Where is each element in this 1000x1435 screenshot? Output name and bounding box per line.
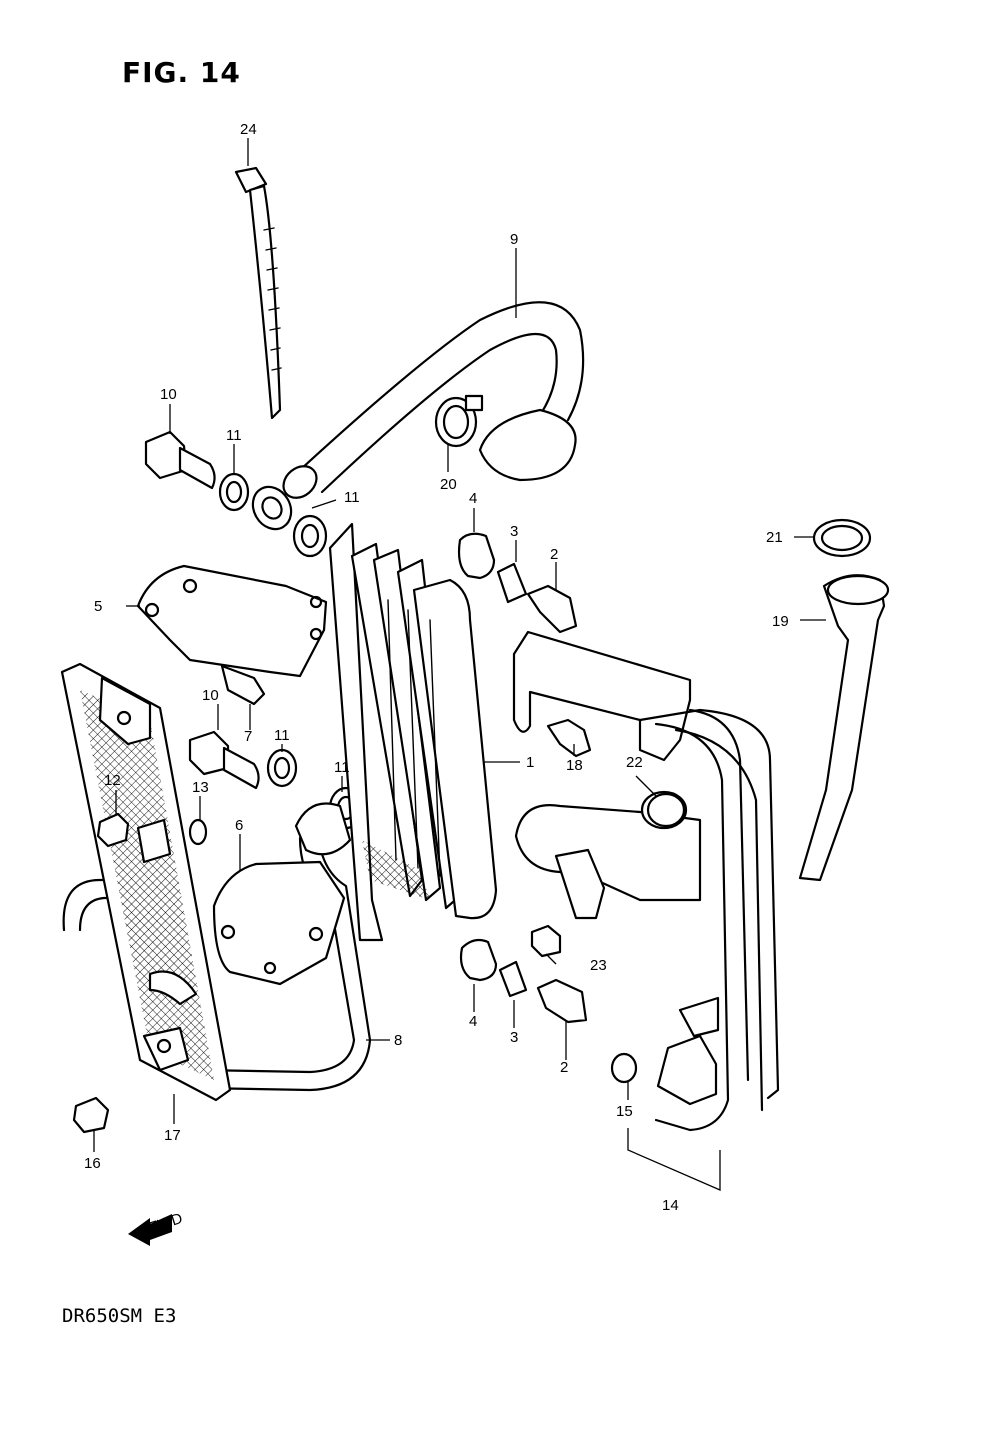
inlet-pipe [646,518,890,882]
callout-12: 12 [104,772,121,789]
callout-10-lower: 10 [202,687,219,704]
union-bolt-upper [144,430,216,490]
callout-3-upper: 3 [510,523,518,540]
callout-14: 14 [662,1197,679,1214]
hose-clamp [434,394,484,448]
small-fasteners [72,812,208,1134]
cooler-guard [60,662,232,1102]
callout-4-lower: 4 [469,1013,477,1030]
callout-2-lower: 2 [560,1059,568,1076]
mount-hardware-lower [459,938,588,1024]
upper-oil-hose [251,301,585,531]
union-bolt-lower [188,730,260,790]
cable-tie [234,166,282,420]
callout-24: 24 [240,121,257,138]
callout-3-lower: 3 [510,1029,518,1046]
leader-lines [93,138,826,1191]
callout-19: 20 [440,476,457,493]
bolt-7 [220,664,266,706]
model-code: DR650SM E3 [62,1305,177,1327]
callout-18: 18 [566,757,583,774]
callout-11-a: 11 [226,427,242,444]
callout-11-b: 11 [344,489,360,506]
callout-11-d: 11 [334,759,350,776]
callout-13: 13 [192,779,209,796]
callout-20: 19 [772,613,789,630]
frame-fasteners [530,718,638,1084]
callout-10-upper: 10 [160,386,177,403]
figure-title: FIG. 14 [122,56,241,89]
callout-6: 6 [235,817,243,834]
callout-7: 7 [244,728,252,745]
callout-4-upper: 4 [469,490,477,507]
cooler-mount-frame [512,630,780,1132]
bracket-upper [136,564,328,678]
callout-9: 9 [510,231,518,248]
callout-11-c: 11 [274,727,290,744]
mount-hardware-upper [457,532,578,634]
callout-21: 21 [766,529,783,546]
callout-16: 16 [84,1155,101,1172]
callout-17: 17 [164,1127,181,1144]
bracket-lower [212,860,346,986]
fwd-arrow: FWD [128,1210,185,1246]
callout-5: 5 [94,598,102,615]
callout-1: 1 [526,754,534,771]
callout-8: 8 [394,1032,402,1049]
oil-cooler [328,522,498,942]
callout-15: 15 [616,1103,633,1120]
callout-labels: 24 9 10 11 20 11 4 3 2 5 10 7 11 11 1 18… [84,121,789,1214]
callout-22: 22 [626,754,643,771]
callout-2-upper: 2 [550,546,558,563]
callout-23: 23 [590,957,607,974]
